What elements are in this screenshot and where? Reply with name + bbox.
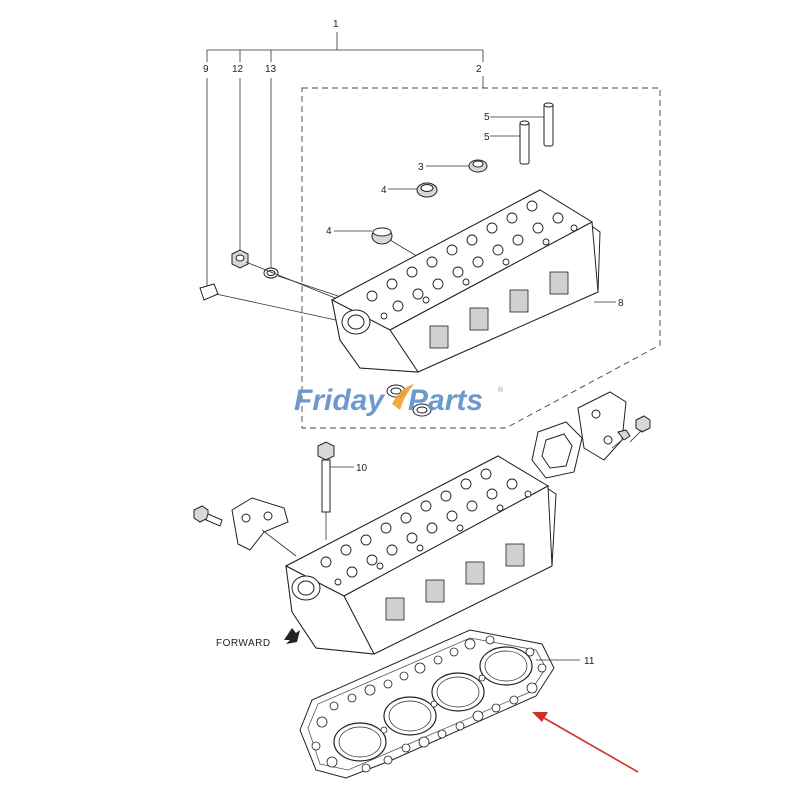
callout-12: 12 bbox=[232, 64, 244, 75]
bracket-bolt-left bbox=[193, 505, 223, 527]
part-9-pin bbox=[199, 283, 219, 301]
bracket-gasket bbox=[531, 421, 583, 479]
red-pointer-arrow-icon bbox=[532, 712, 639, 773]
part-5-valve-guide-b bbox=[519, 120, 530, 165]
bracket-bolts-right bbox=[611, 415, 651, 449]
watermark-swoosh-icon bbox=[392, 384, 414, 410]
callout-9: 9 bbox=[203, 64, 209, 75]
part-4-valve-seat-b bbox=[371, 227, 393, 245]
part-5-valve-guide-a bbox=[543, 102, 554, 147]
forward-arrow-icon bbox=[284, 628, 300, 644]
callout-13: 13 bbox=[265, 64, 277, 75]
callout-10: 10 bbox=[356, 463, 368, 474]
callout-8: 8 bbox=[618, 298, 624, 309]
part-13-ring bbox=[263, 267, 279, 279]
watermark-text-parts: Parts bbox=[408, 384, 483, 417]
callout-1: 1 bbox=[333, 19, 339, 30]
part-12-nut bbox=[231, 249, 249, 269]
forward-label: FORWARD bbox=[216, 638, 271, 649]
part-11-head-gasket bbox=[299, 629, 555, 779]
callout-3: 3 bbox=[418, 162, 424, 173]
assembly-bracket bbox=[206, 32, 484, 62]
cylinder-head-upper bbox=[330, 189, 601, 373]
callout-4b: 4 bbox=[326, 226, 332, 237]
callout-4a: 4 bbox=[381, 185, 387, 196]
part-10-head-bolt bbox=[317, 441, 335, 540]
watermark-registered-mark: ® bbox=[498, 386, 504, 394]
cylinder-head-lower bbox=[284, 455, 557, 655]
subassembly-boundary bbox=[301, 87, 661, 429]
callout-5b: 5 bbox=[484, 132, 490, 143]
callout-11: 11 bbox=[584, 656, 595, 667]
lifting-bracket-right bbox=[577, 391, 627, 461]
part-3-valve-seal bbox=[468, 159, 488, 173]
callout-2: 2 bbox=[476, 64, 482, 75]
lifting-bracket-left bbox=[231, 497, 289, 551]
watermark-logo: Friday Parts ® bbox=[294, 384, 504, 417]
part-4-valve-seat-a bbox=[416, 182, 438, 198]
callout-5a: 5 bbox=[484, 112, 490, 123]
watermark-text-friday: Friday bbox=[294, 384, 385, 417]
